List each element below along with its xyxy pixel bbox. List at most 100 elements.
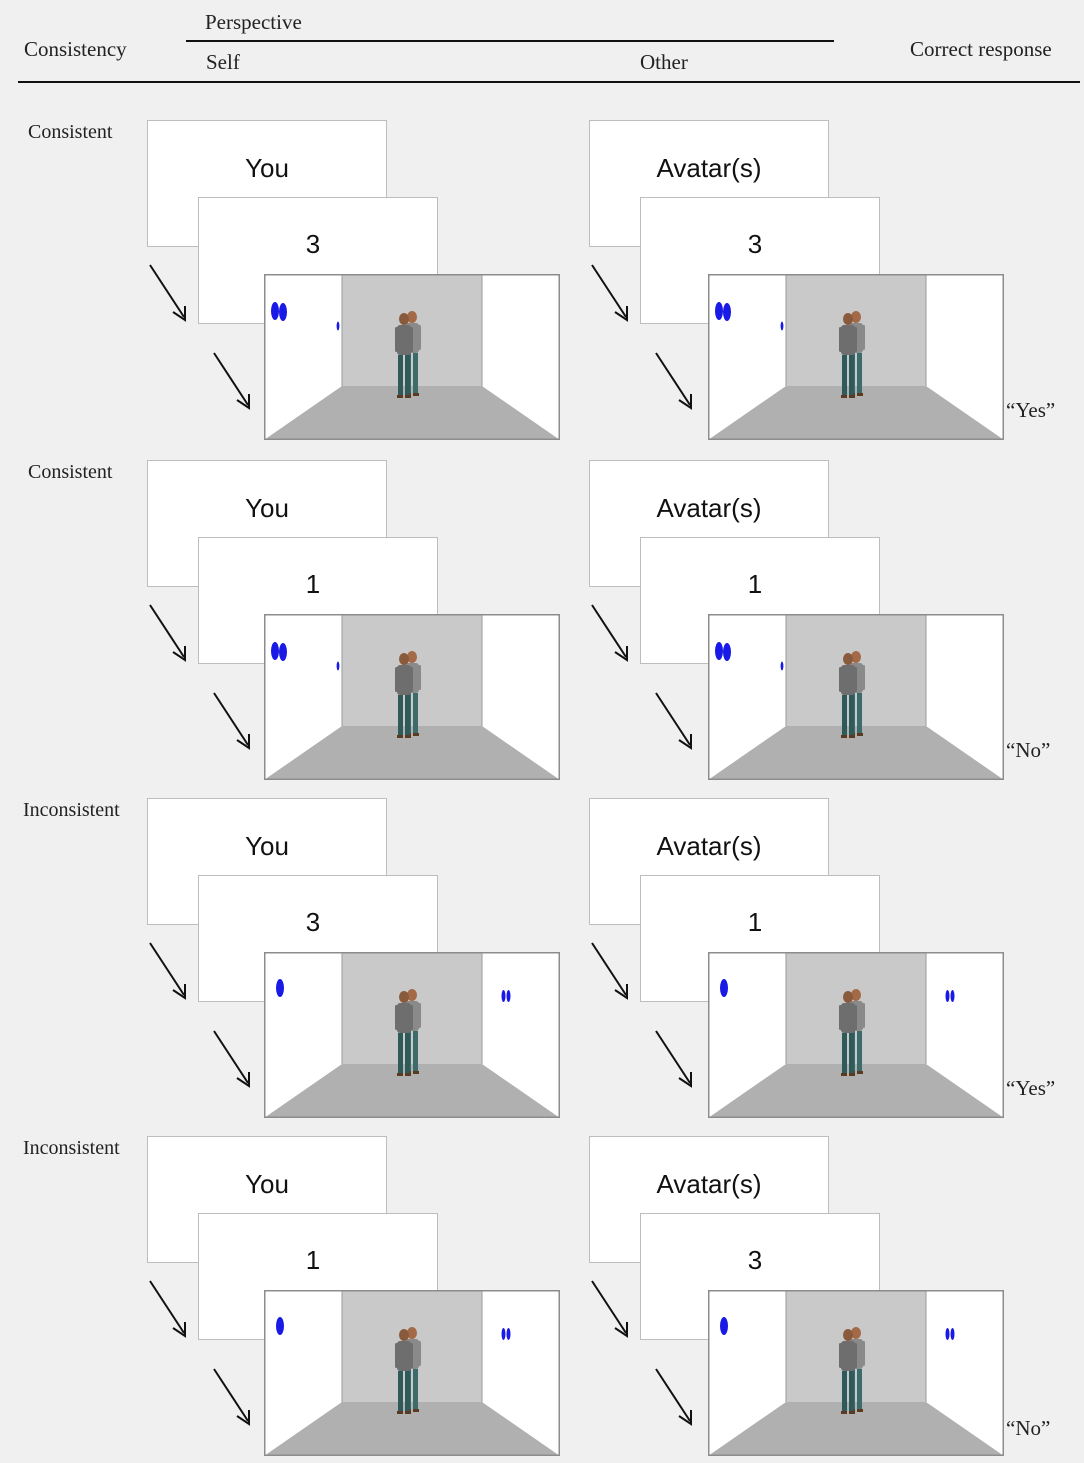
number-text: 3 [305, 907, 321, 937]
dot [950, 990, 955, 1002]
room-scene-frame [264, 274, 560, 440]
correct-response-label: “No” [1006, 738, 1051, 762]
room-scene [708, 952, 1004, 1118]
room-scene [264, 952, 560, 1118]
number-text: 3 [747, 229, 763, 259]
room-scene [264, 274, 560, 440]
avatar-figure [839, 991, 857, 1076]
dot [279, 643, 287, 661]
floor [264, 386, 560, 440]
number-text: 1 [305, 569, 321, 599]
arrow-icon [591, 942, 628, 1000]
dot [336, 321, 340, 331]
floor [264, 1402, 560, 1456]
dot [501, 1328, 506, 1340]
dot [780, 661, 784, 671]
cue-text: You [245, 1169, 289, 1199]
header-consistency: Consistency [24, 37, 127, 61]
cue-text: You [245, 493, 289, 523]
room-scene [264, 1290, 560, 1456]
room-scene-frame [708, 952, 1004, 1118]
number-text: 1 [305, 1245, 321, 1275]
consistency-label: Inconsistent [23, 799, 120, 821]
room-scene-frame [264, 614, 560, 780]
room-scene [708, 614, 1004, 780]
floor [264, 1064, 560, 1118]
header-bottom-rule [18, 81, 1080, 83]
consistency-label: Consistent [28, 461, 113, 483]
dot [271, 642, 279, 660]
cue-text: Avatar(s) [656, 831, 762, 861]
avatar-figure [839, 653, 857, 738]
dot [720, 979, 728, 997]
number-text: 3 [747, 1245, 763, 1275]
dot [501, 990, 506, 1002]
arrow-icon [591, 264, 628, 322]
avatar-figure [395, 653, 413, 738]
arrow-icon [213, 352, 250, 410]
avatar-figure [839, 1329, 857, 1414]
dot [336, 661, 340, 671]
correct-response-label: “No” [1006, 1416, 1051, 1440]
avatar-figure [395, 1329, 413, 1414]
cue-text: You [245, 153, 289, 183]
dot [506, 1328, 511, 1340]
cue-text: Avatar(s) [656, 493, 762, 523]
arrow-icon [149, 1280, 186, 1338]
number-text: 1 [747, 569, 763, 599]
header-self: Self [206, 50, 240, 74]
arrow-icon [149, 604, 186, 662]
dot [715, 642, 723, 660]
dot [723, 643, 731, 661]
perspective-rule [186, 40, 834, 42]
arrow-icon [591, 604, 628, 662]
dot [506, 990, 511, 1002]
avatar-figure [839, 313, 857, 398]
dot [271, 302, 279, 320]
arrow-icon [655, 1368, 692, 1426]
room-scene [708, 1290, 1004, 1456]
dot [780, 321, 784, 331]
arrow-icon [655, 692, 692, 750]
consistency-label: Inconsistent [23, 1137, 120, 1159]
cue-text: You [245, 831, 289, 861]
room-scene-frame [708, 1290, 1004, 1456]
cue-text: Avatar(s) [656, 153, 762, 183]
cue-text: Avatar(s) [656, 1169, 762, 1199]
consistency-label: Consistent [28, 121, 113, 143]
correct-response-label: “Yes” [1006, 398, 1056, 422]
floor [708, 1402, 1004, 1456]
avatar-figure [395, 313, 413, 398]
dot [720, 1317, 728, 1335]
floor [708, 1064, 1004, 1118]
arrow-icon [149, 942, 186, 1000]
room-scene-frame [708, 614, 1004, 780]
room-scene-frame [264, 1290, 560, 1456]
room-scene-frame [708, 274, 1004, 440]
header-perspective: Perspective [205, 10, 302, 34]
number-text: 3 [305, 229, 321, 259]
room-scene [264, 614, 560, 780]
dot [279, 303, 287, 321]
dot [276, 1317, 284, 1335]
dot [715, 302, 723, 320]
arrow-icon [213, 692, 250, 750]
floor [708, 726, 1004, 780]
arrow-icon [213, 1030, 250, 1088]
avatar-figure [395, 991, 413, 1076]
dot [950, 1328, 955, 1340]
arrow-icon [149, 264, 186, 322]
dot [276, 979, 284, 997]
correct-response-label: “Yes” [1006, 1076, 1056, 1100]
dot [945, 990, 950, 1002]
room-scene-frame [264, 952, 560, 1118]
floor [264, 726, 560, 780]
dot [945, 1328, 950, 1340]
header-other: Other [640, 50, 688, 74]
floor [708, 386, 1004, 440]
number-text: 1 [747, 907, 763, 937]
arrow-icon [213, 1368, 250, 1426]
room-scene [708, 274, 1004, 440]
arrow-icon [655, 1030, 692, 1088]
arrow-icon [591, 1280, 628, 1338]
